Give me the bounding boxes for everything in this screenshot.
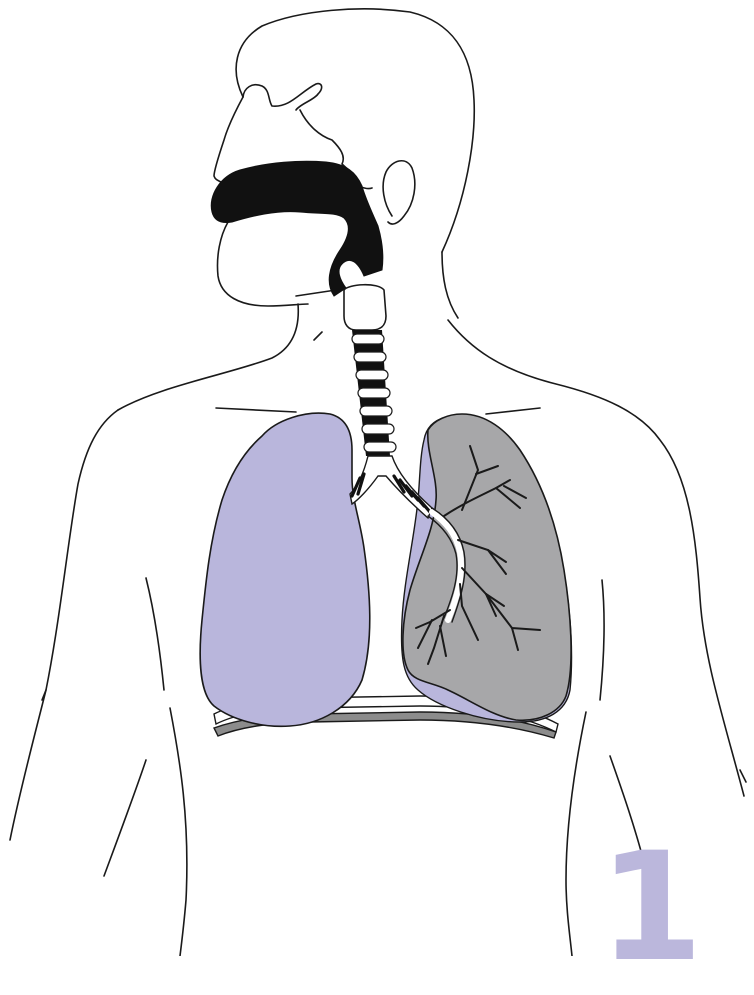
right-arm-inner (600, 580, 604, 700)
respiratory-system-diagram: 1 (0, 0, 754, 956)
diagram-canvas (0, 0, 754, 956)
body-outline (10, 9, 746, 956)
right-torso-side (566, 712, 586, 956)
panel-number: 1 (596, 858, 706, 958)
chin-outline (217, 222, 308, 306)
trachea-icon (344, 285, 396, 456)
left-torso-side (170, 708, 187, 956)
right-clavicle (486, 408, 540, 414)
left-arm-inner (146, 578, 164, 690)
neck-back (442, 252, 458, 318)
left-lung-icon (200, 413, 370, 726)
neck-front (118, 304, 298, 410)
ear-outline (383, 161, 415, 224)
jaw-line (296, 290, 336, 296)
left-shoulder (10, 410, 118, 840)
neck-side-line (314, 332, 322, 340)
left-arm-inner-lower (104, 760, 146, 876)
right-arm-mark (740, 770, 746, 782)
oral-nasal-cavity-icon (211, 161, 383, 296)
left-clavicle (216, 408, 296, 412)
face-profile (243, 84, 322, 110)
